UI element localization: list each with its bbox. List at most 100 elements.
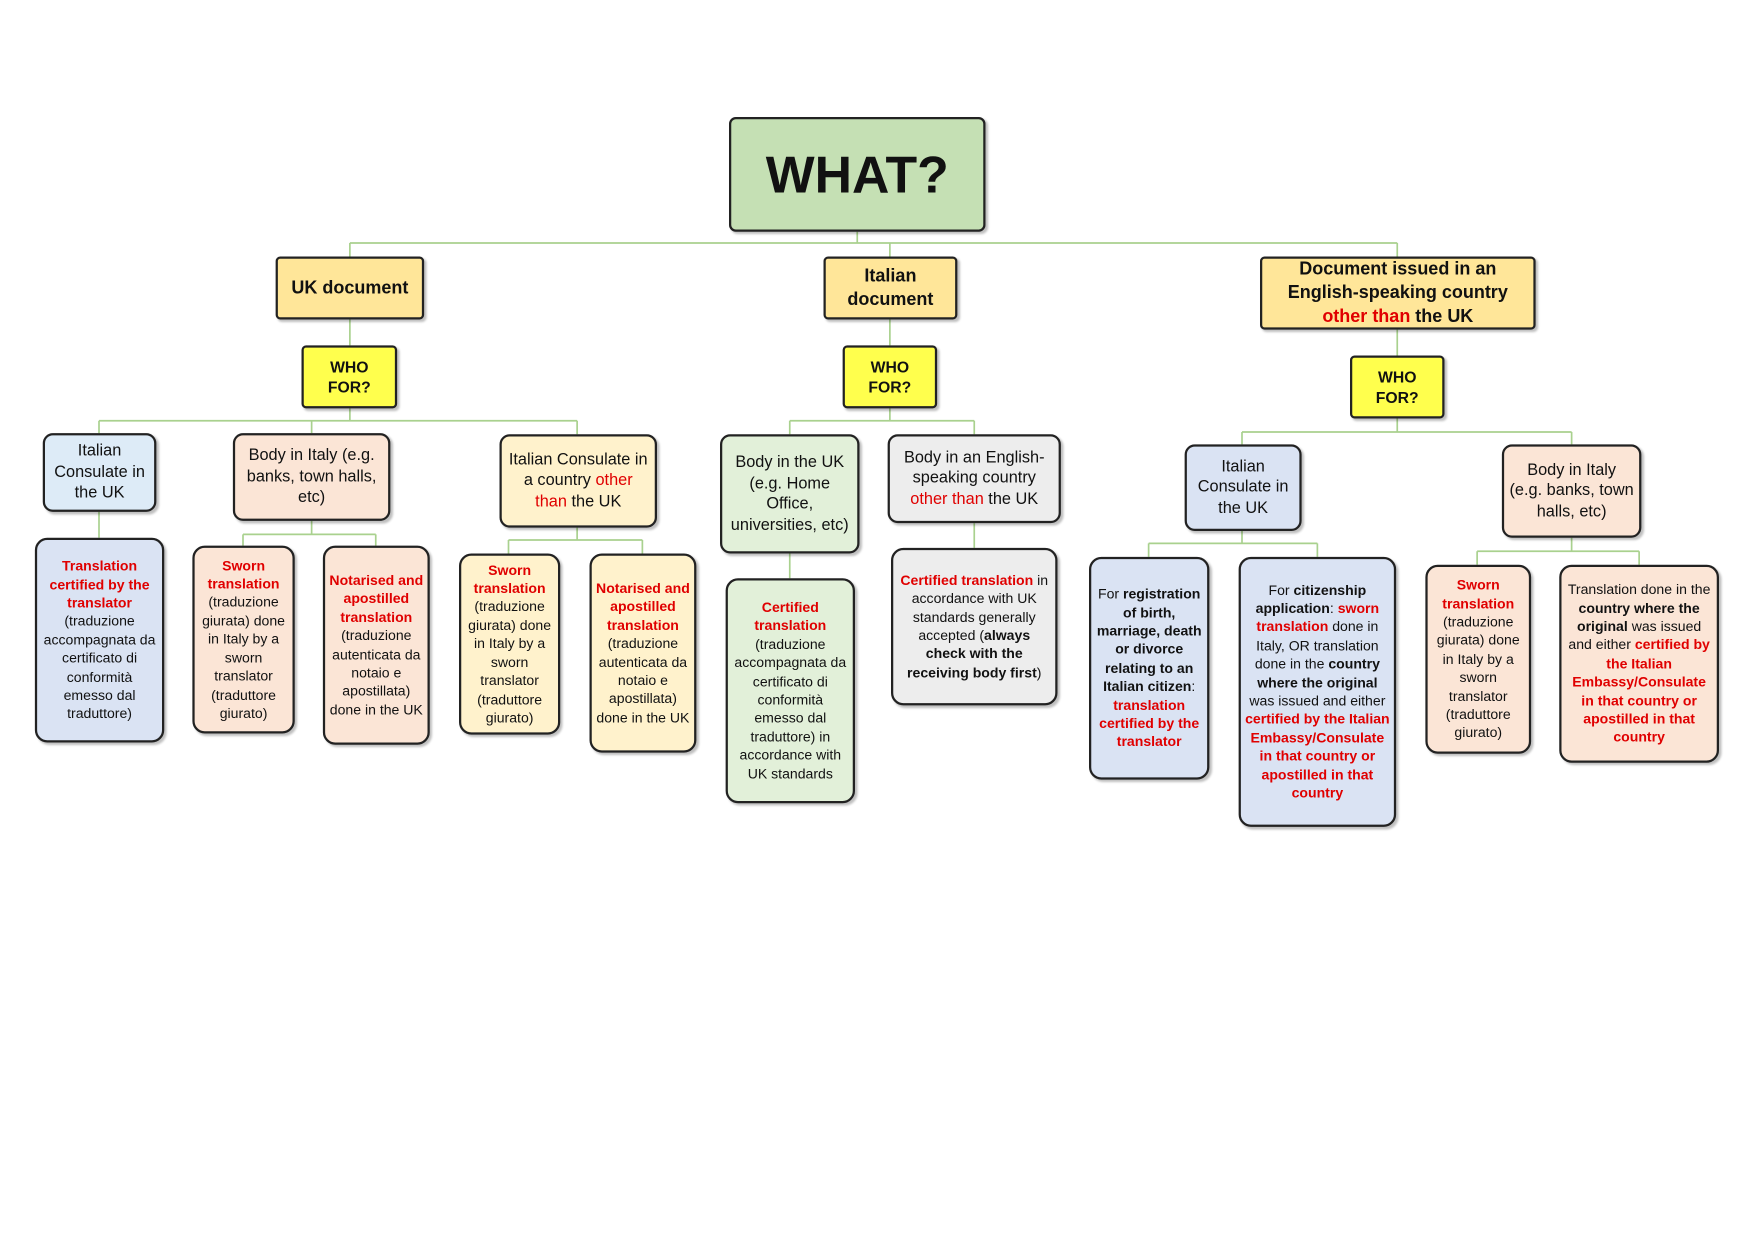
- connector: [507, 527, 644, 554]
- leaf-certified-by-translator: Translation certified by the translator …: [34, 537, 165, 743]
- node-text: Body in Italy (e.g. banks, town halls, e…: [240, 446, 384, 508]
- bold-text: country where the original: [1257, 656, 1380, 691]
- text: Body in Italy (e.g. banks, town halls, e…: [246, 446, 377, 507]
- leaf-citizenship-application: For citizenship application: sworn trans…: [1238, 556, 1397, 827]
- highlighted-text: Sworn translation: [473, 562, 546, 597]
- text: was issued and either: [1249, 693, 1386, 709]
- bold-text: Document issued in an English-speaking c…: [1287, 259, 1508, 303]
- text: was issued and either: [1568, 618, 1702, 653]
- uk-document-node: UK document: [275, 256, 425, 320]
- node-text: Sworn translation (traduzione giurata) d…: [465, 561, 555, 727]
- leaf-sworn-translation: Sworn translation (traduzione giurata) d…: [192, 545, 295, 734]
- highlighted-text: other than: [535, 471, 633, 511]
- text: (traduzione giurata) done in Italy by a …: [1436, 614, 1520, 741]
- bold-text: WHO FOR?: [1375, 367, 1419, 407]
- highlighted-text: Certified translation: [900, 572, 1034, 589]
- connector: [242, 520, 377, 546]
- highlighted-text: certified by the Italian Embassy/Consula…: [1572, 637, 1710, 746]
- text: Body in the UK (e.g. Home Office, univer…: [730, 453, 849, 534]
- node-text: Body in Italy (e.g. banks, town halls, e…: [1509, 460, 1635, 522]
- text: Italian Consulate in the UK: [54, 442, 145, 503]
- connector: [98, 408, 578, 435]
- bold-text: WHO FOR?: [327, 357, 371, 396]
- leaf-notarised-apostilled: Notarised and apostilled translation (tr…: [322, 545, 430, 745]
- highlighted-text: other than: [910, 490, 984, 509]
- node-text: Body in an English-speaking country othe…: [894, 447, 1054, 509]
- leaf-sworn-translation: Sworn translation (traduzione giurata) d…: [1425, 564, 1532, 754]
- bold-text: registration of birth, marriage, death o…: [1096, 586, 1202, 695]
- italian-consulate-other-country-node: Italian Consulate in a country other tha…: [499, 434, 657, 528]
- text: (traduzione autenticata da notaio e apos…: [596, 635, 690, 726]
- connector: [349, 231, 1399, 257]
- connector: [98, 511, 976, 579]
- italian-document-node: Italian document: [823, 256, 958, 320]
- body-in-italy-node-right: Body in Italy (e.g. banks, town halls, e…: [1501, 444, 1642, 538]
- body-in-other-english-country-node: Body in an English-speaking country othe…: [887, 434, 1061, 524]
- bold-text: WHO FOR?: [868, 357, 912, 396]
- bold-text: UK document: [291, 278, 409, 298]
- bold-text: country where the original: [1576, 600, 1700, 635]
- bold-text: citizenship application: [1255, 582, 1367, 617]
- node-text: Translation done in the country where th…: [1565, 581, 1714, 747]
- node-text: Document issued in an English-speaking c…: [1267, 258, 1529, 329]
- node-text: Translation certified by the translator …: [41, 557, 159, 723]
- text: done in Italy, OR translation done in th…: [1254, 619, 1379, 672]
- who-for-node-other: WHO FOR?: [1350, 355, 1445, 419]
- text: :: [1329, 600, 1338, 617]
- node-text: Italian Consulate in a country other tha…: [506, 450, 650, 512]
- text: (traduzione giurata) done in Italy by a …: [202, 594, 285, 722]
- node-text: Italian Consulate in the UK: [1191, 456, 1295, 518]
- connector: [788, 408, 976, 435]
- node-text: Italian document: [830, 264, 950, 311]
- text: Body in an English-speaking country: [903, 448, 1045, 488]
- text: Italian Consulate in the UK: [1197, 457, 1289, 518]
- highlighted-text: certified by the Italian Embassy/Consula…: [1245, 711, 1390, 802]
- italian-consulate-uk-node-right: Italian Consulate in the UK: [1184, 444, 1302, 531]
- node-text: For registration of birth, marriage, dea…: [1095, 585, 1204, 751]
- italian-consulate-uk-node: Italian Consulate in the UK: [42, 433, 157, 512]
- node-text: WHO FOR?: [308, 357, 390, 398]
- node-text: Italian Consulate in the UK: [50, 441, 150, 503]
- node-text: Certified translation (traduzione accomp…: [731, 598, 849, 783]
- highlighted-text: Translation certified by the translator: [49, 558, 150, 611]
- text: :: [1191, 678, 1196, 695]
- bold-text: always check with the receiving body fir…: [907, 627, 1037, 681]
- node-text: For citizenship application: sworn trans…: [1244, 581, 1390, 802]
- bold-text: Italian document: [847, 266, 934, 310]
- leaf-certified-translation-uk: Certified translation (traduzione accomp…: [725, 578, 855, 804]
- node-text: Notarised and apostilled translation (tr…: [595, 579, 691, 727]
- leaf-certified-translation-uk-standards: Certified translation in accordance with…: [891, 547, 1058, 706]
- bold-text: the UK: [1410, 307, 1474, 327]
- text: Translation done in the: [1567, 581, 1711, 598]
- text: Body in Italy (e.g. banks, town halls, e…: [1509, 460, 1634, 521]
- highlighted-text: Sworn translation: [207, 557, 280, 592]
- connector: [349, 319, 1399, 356]
- root-what-node: WHAT?: [729, 117, 986, 232]
- text: in accordance with UK standards generall…: [911, 572, 1049, 644]
- text: (traduzione autenticata da notaio e apos…: [329, 627, 423, 718]
- text: (traduzione accompagnata da certificato …: [43, 613, 156, 722]
- highlighted-text: translation certified by the translator: [1099, 697, 1200, 750]
- node-text: Body in the UK (e.g. Home Office, univer…: [727, 452, 853, 535]
- body-in-italy-node: Body in Italy (e.g. banks, town halls, e…: [232, 433, 391, 521]
- node-text: Sworn translation (traduzione giurata) d…: [198, 557, 289, 723]
- node-text: Certified translation in accordance with…: [897, 571, 1052, 682]
- connector: [1241, 418, 1573, 445]
- leaf-registration: For registration of birth, marriage, dea…: [1089, 556, 1210, 780]
- connector: [1147, 531, 1319, 557]
- text: Italian Consulate in a country: [508, 450, 648, 490]
- highlighted-text: Notarised and apostilled translation: [596, 580, 690, 634]
- text: For: [1268, 582, 1294, 599]
- node-text: Notarised and apostilled translation (tr…: [329, 571, 425, 719]
- highlighted-text: Certified translation: [754, 599, 827, 634]
- leaf-translation-country-of-origin: Translation done in the country where th…: [1559, 564, 1719, 763]
- node-text: WHO FOR?: [849, 357, 930, 398]
- highlighted-text: Sworn translation: [1442, 577, 1515, 612]
- text: For: [1098, 586, 1124, 603]
- leaf-notarised-apostilled: Notarised and apostilled translation (tr…: [589, 553, 697, 753]
- node-text: UK document: [291, 276, 408, 300]
- highlighted-text: sworn translation: [1256, 600, 1380, 635]
- node-text: Sworn translation (traduzione giurata) d…: [1431, 576, 1526, 742]
- connector: [1476, 537, 1640, 565]
